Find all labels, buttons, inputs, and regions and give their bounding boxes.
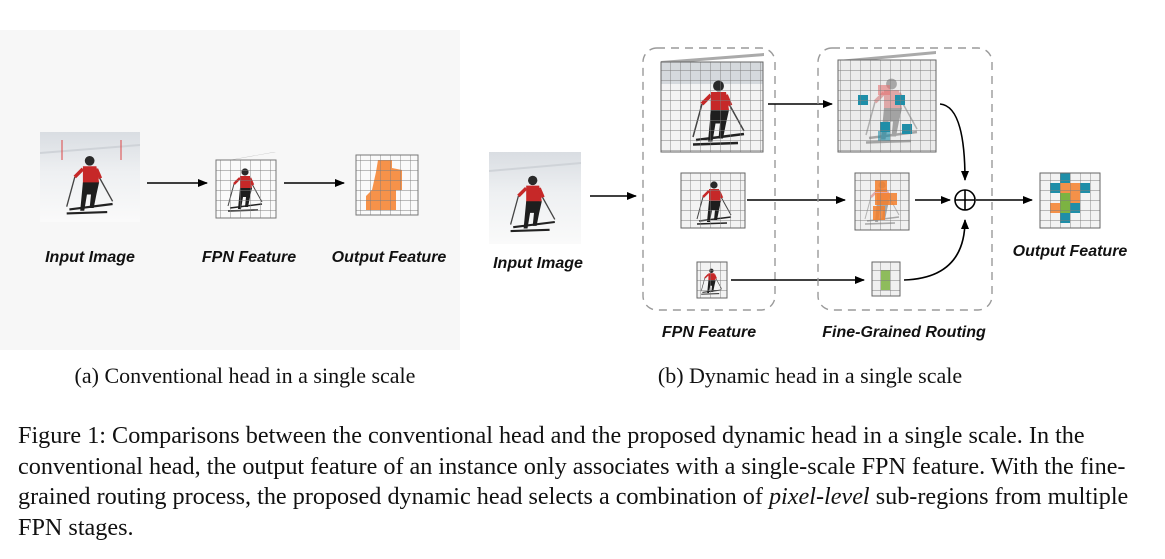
routing-label-b: Fine-Grained Routing — [822, 324, 986, 341]
panel-a: Input Image FPN Feature Output Feature (… — [0, 30, 460, 388]
input-image-label-a: Input Image — [45, 249, 135, 266]
output-feature-label-a: Output Feature — [332, 249, 447, 266]
output-feature-b — [1039, 172, 1101, 229]
figure-diagram: Input Image FPN Feature Output Feature (… — [0, 30, 1128, 388]
arrow-large-to-sum — [939, 103, 969, 181]
fpn-level-small — [696, 261, 728, 299]
input-image-label-b: Input Image — [493, 255, 583, 272]
fpn-feature-a — [215, 152, 277, 219]
arrow-small-to-sum — [903, 219, 969, 281]
input-image-b — [489, 152, 581, 244]
panel-b: Input Image FPN Feature Fine-Grained Rou… — [489, 47, 1128, 388]
routed-level-medium — [854, 172, 910, 231]
routed-level-large — [837, 51, 937, 153]
fpn-dashed-group — [642, 47, 776, 311]
routing-dashed-group — [817, 47, 993, 311]
caption-suffix: sub-regions from multiple FPN stages. — [18, 483, 1129, 541]
output-feature-label-b: Output Feature — [1013, 243, 1128, 260]
subcaption-b: (b) Dynamic head in a single scale — [658, 363, 962, 388]
fpn-level-medium — [680, 172, 746, 229]
subcaption-a: (a) Conventional head in a single scale — [75, 363, 416, 388]
caption-prefix: Figure 1: Comparisons between the conven… — [18, 422, 1126, 510]
caption-emphasis: pixel-level — [768, 483, 870, 510]
fpn-feature-label-a: FPN Feature — [202, 249, 296, 266]
input-image-a — [40, 132, 140, 222]
output-feature-a — [355, 154, 419, 216]
fpn-feature-label-b: FPN Feature — [662, 324, 756, 341]
fpn-level-large — [660, 53, 764, 153]
figure-caption: Figure 1: Comparisons between the conven… — [18, 421, 1153, 543]
sum-node — [954, 189, 976, 211]
routed-level-small — [871, 261, 901, 297]
